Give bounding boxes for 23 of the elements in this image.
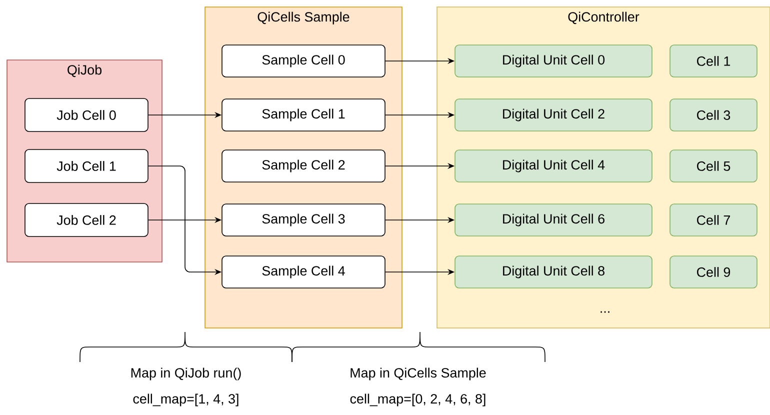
note-text: Map in QiCells Sample <box>350 368 486 380</box>
cell-box: Sample Cell 1 <box>222 98 386 132</box>
cell-box: Digital Unit Cell 4 <box>454 150 652 182</box>
cell-box: Cell 1 <box>670 44 758 78</box>
cell-box: Digital Unit Cell 2 <box>454 98 652 132</box>
cell-box: Job Cell 1 <box>24 149 148 183</box>
cell-box: Job Cell 0 <box>24 98 148 132</box>
cell-box: Digital Unit Cell 6 <box>454 204 652 236</box>
ellipsis: ... <box>600 311 610 313</box>
cell-box: Digital Unit Cell 8 <box>454 256 652 288</box>
cell-box: Sample Cell 4 <box>222 256 386 288</box>
cell-box: Cell 5 <box>670 150 758 182</box>
cell-box: Sample Cell 3 <box>222 204 386 236</box>
cell-box: Job Cell 2 <box>24 203 148 237</box>
note-text: cell_map=[0, 2, 4, 6, 8] <box>350 394 486 406</box>
cell-box: Digital Unit Cell 0 <box>454 44 652 78</box>
cell-box: Sample Cell 0 <box>222 44 386 78</box>
note-text: Map in QiJob run() <box>131 368 241 380</box>
cell-box: Cell 3 <box>670 98 758 132</box>
note-text: cell_map=[1, 4, 3] <box>133 394 238 406</box>
cell-box: Cell 7 <box>670 204 758 236</box>
cell-box: Cell 9 <box>670 256 758 288</box>
cell-box: Sample Cell 2 <box>222 150 386 182</box>
